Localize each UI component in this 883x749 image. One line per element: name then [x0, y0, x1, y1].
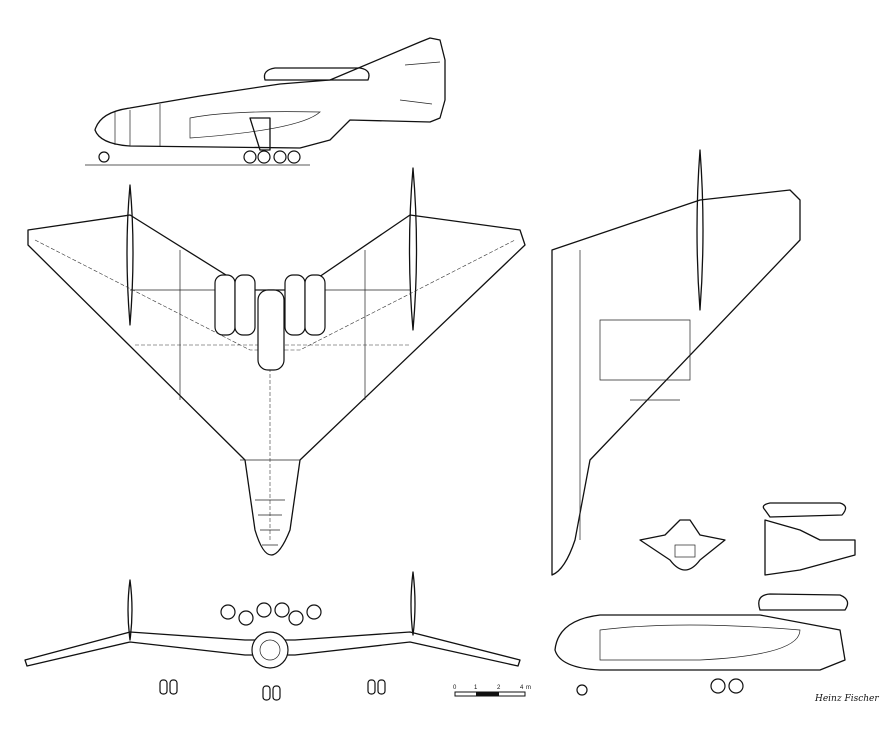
scale-tick-0: 0 [453, 685, 457, 691]
scale-tick-1: 1 [474, 685, 478, 691]
side-view-detail [554, 593, 849, 696]
scale-unit: m [526, 685, 531, 691]
half-plan-view [551, 149, 801, 576]
section-views [639, 502, 856, 576]
artist-signature: Heinz Fischer [814, 694, 879, 704]
scale-tick-4: 4 [520, 685, 524, 691]
front-view [24, 571, 521, 701]
scale-bar: 0 1 2 4 m [453, 685, 531, 697]
side-view [85, 37, 446, 166]
plan-view [27, 167, 526, 556]
scale-tick-2: 2 [497, 685, 501, 691]
